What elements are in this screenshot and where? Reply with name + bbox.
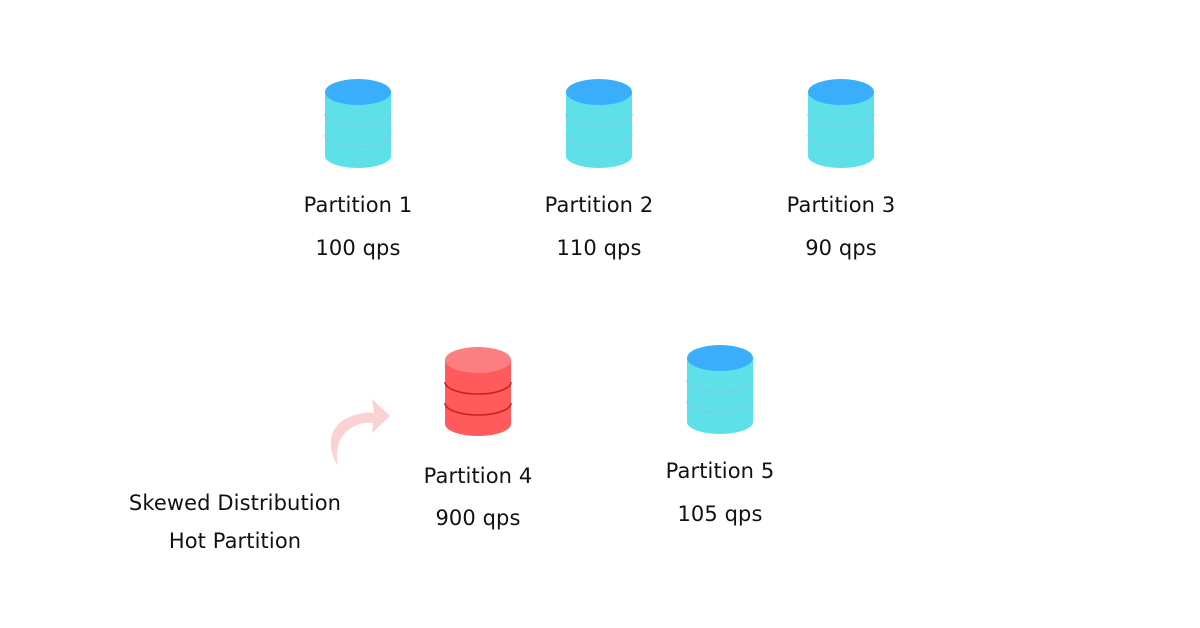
database-icon — [324, 79, 392, 168]
partition-node-5: Partition 5 105 qps — [600, 344, 840, 528]
database-icon — [444, 347, 512, 436]
partition-load: 110 qps — [556, 236, 642, 260]
partition-load: 900 qps — [435, 506, 521, 530]
partition-node-2: Partition 2 110 qps — [479, 78, 719, 262]
partition-name: Partition 1 — [303, 193, 413, 217]
partition-load: 90 qps — [805, 236, 877, 260]
curved-arrow-icon — [330, 399, 390, 466]
annotation-line-2: Hot Partition — [168, 529, 302, 553]
partition-node-4: Partition 4 900 qps — [358, 346, 598, 532]
database-icon — [686, 345, 754, 434]
partition-node-3: Partition 3 90 qps — [721, 78, 961, 262]
partition-load: 105 qps — [677, 502, 763, 526]
database-icon — [565, 79, 633, 168]
partition-node-1: Partition 1 100 qps — [238, 78, 478, 262]
database-icon — [807, 79, 875, 168]
partition-name: Partition 2 — [544, 193, 654, 217]
hot-partition-annotation: Skewed Distribution Hot Partition — [100, 484, 370, 560]
annotation-line-1: Skewed Distribution — [128, 491, 342, 515]
partition-name: Partition 3 — [786, 193, 896, 217]
partition-name: Partition 5 — [665, 459, 775, 483]
partition-load: 100 qps — [315, 236, 401, 260]
partition-name: Partition 4 — [423, 464, 533, 488]
